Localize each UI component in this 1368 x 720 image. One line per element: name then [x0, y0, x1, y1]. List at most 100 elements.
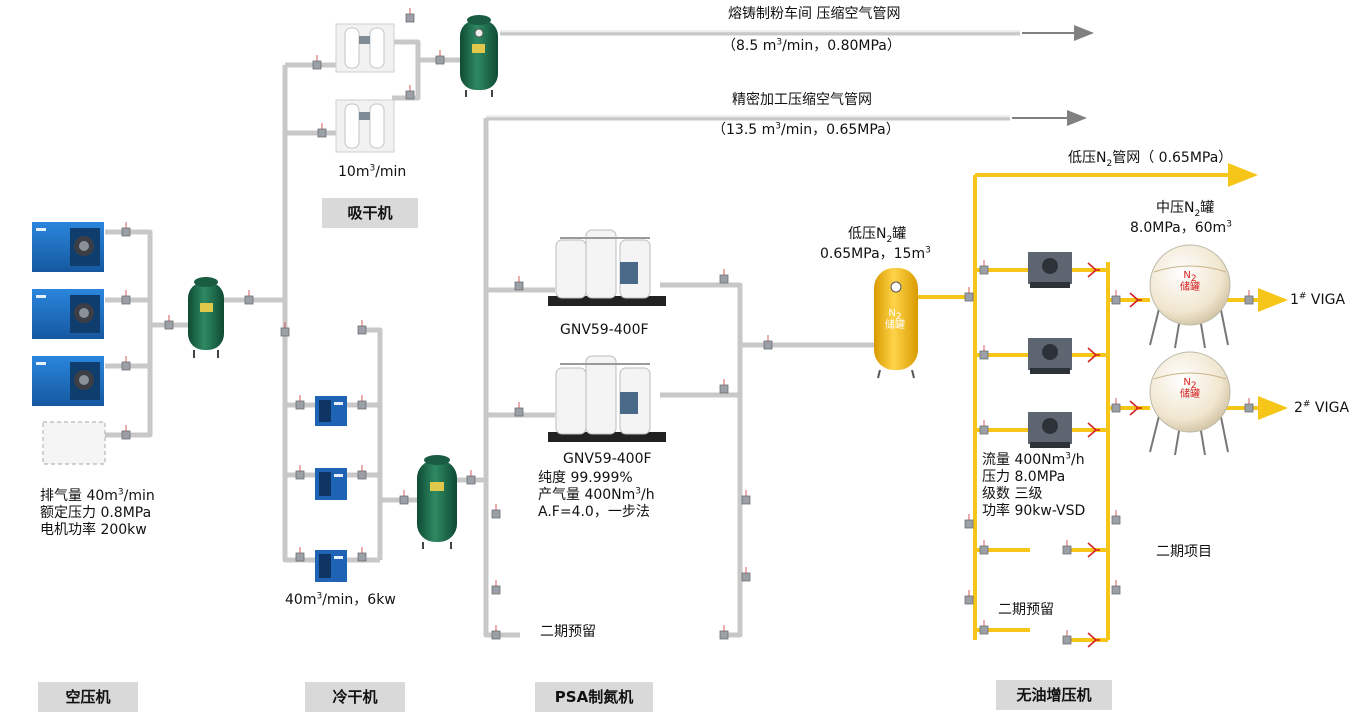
valve-icon: [244, 290, 254, 305]
valve-icon: [1111, 510, 1121, 525]
valve-icon: [964, 514, 974, 529]
valve-icon: [121, 290, 131, 305]
precision-line-spec: （13.5 m3/min，0.65MPa）: [712, 121, 900, 138]
valve-icon: [1111, 290, 1121, 305]
compressor-spec-line: 电机功率 200kw: [40, 522, 147, 538]
adsorption-dryer-spec-sup: 3: [369, 163, 376, 174]
refrigerated-dryer-icon: [315, 550, 347, 582]
lowpress-n2-line-label: 低压N2管网（ 0.65MPa）: [1068, 150, 1233, 169]
psa-generator-icon: [548, 229, 666, 306]
booster-spec-flow-post: /h: [1071, 452, 1085, 468]
booster-compressor-icon: [1028, 412, 1072, 448]
valve-icon: [357, 395, 367, 410]
psa-spec-purity: 纯度 99.999%: [538, 470, 633, 486]
psa-spec-output-sup: 3: [635, 486, 642, 497]
air-receiver-tank-3: [417, 455, 457, 549]
valve-icon: [405, 8, 415, 23]
check-valve-icon: [1129, 292, 1142, 308]
refrigerated-dryer-spec: 40m3/min，6kw: [285, 592, 396, 609]
lp-tank-spec-pre: 0.65MPa，15m: [820, 246, 926, 262]
mp-tank-spec: 8.0MPa，60m3: [1130, 220, 1232, 237]
viga-2-num: 2: [1294, 400, 1303, 416]
category-adsorption-dryer: 吸干机: [322, 198, 418, 228]
booster-spec-power: 功率 90kw-VSD: [982, 503, 1086, 519]
adsorption-dryer-icon: [335, 99, 395, 153]
precision-line-spec-pre: （13.5 m: [712, 122, 776, 138]
n2-pipes: [918, 173, 1260, 642]
air-pipe-highlight: [486, 30, 1020, 118]
mp-tank-title: 中压N2罐: [1156, 200, 1215, 219]
valve-icon: [466, 470, 476, 485]
air-compressor-icon: [32, 289, 104, 339]
booster-spec-stages: 级数 三级: [982, 486, 1043, 502]
valve-icon: [979, 620, 989, 635]
valve-icon: [405, 85, 415, 100]
valve-icon: [719, 625, 729, 640]
category-booster: 无油增压机: [996, 680, 1112, 710]
mp-tank-2-label-n: N: [1183, 377, 1191, 388]
air-compressors: [32, 222, 106, 465]
category-refrigerated-dryer: 冷干机: [305, 682, 405, 712]
adsorption-dryer-spec: 10m3/min: [338, 164, 406, 181]
refrigerated-dryer-spec-sup: 3: [316, 591, 323, 602]
valve-icon: [435, 50, 445, 65]
check-valve-icon: [1087, 632, 1100, 648]
compressor-specs: 排气量 40m3/min 额定压力 0.8MPa 电机功率 200kw: [40, 488, 155, 539]
valve-icon: [121, 425, 131, 440]
valve-icon: [491, 580, 501, 595]
valve-icon: [979, 540, 989, 555]
valve-icon: [357, 320, 367, 335]
valve-icon: [964, 287, 974, 302]
category-psa-generator: PSA制氮机: [535, 682, 653, 712]
valve-icon: [763, 335, 773, 350]
lp-n2-tank: [874, 268, 918, 379]
viga-2-sup: #: [1302, 399, 1311, 410]
valve-icon: [164, 315, 174, 330]
compressor-spec-line: 额定压力 0.8MPa: [40, 505, 152, 521]
check-valve-icon: [1087, 262, 1100, 278]
adsorption-dryer-spec-pre: 10m: [338, 164, 370, 180]
air-receiver-tank-1: [188, 277, 224, 358]
lp-tank-title: 低压N2罐: [848, 226, 907, 245]
lp-tank-spec: 0.65MPa，15m3: [820, 246, 931, 263]
valve-icon: [719, 269, 729, 284]
refrigerated-dryer-icon: [315, 468, 347, 500]
psa-spec-output-post: /h: [641, 487, 655, 503]
mp-tank-spec-pre: 8.0MPa，60m: [1130, 220, 1227, 236]
viga-1-num: 1: [1290, 292, 1299, 308]
valve-icon: [1062, 630, 1072, 645]
viga-2-label: 2# VIGA: [1294, 400, 1349, 417]
casting-line-spec-pre: （8.5 m: [722, 38, 777, 54]
valve-icon: [1244, 398, 1254, 413]
valve-icon: [979, 260, 989, 275]
valve-icon: [399, 490, 409, 505]
precision-line-spec-post: /min，0.65MPa）: [781, 122, 900, 138]
mp-n2-sphere-tank-1: [1149, 244, 1231, 349]
valve-icon: [295, 547, 305, 562]
valve-icon: [979, 345, 989, 360]
viga-1-sup: #: [1298, 291, 1307, 302]
precision-line-title: 精密加工压缩空气管网: [732, 92, 872, 108]
valve-icon: [514, 276, 524, 291]
mp-tank-1-label-n: N: [1183, 270, 1191, 281]
air-compressor-icon: [32, 356, 104, 406]
adsorption-dryer-icon: [335, 23, 395, 73]
viga-1-name: VIGA: [1306, 292, 1346, 308]
valve-icon: [491, 625, 501, 640]
booster-compressor-icon: [1028, 338, 1072, 374]
lp-tank-spec-sup: 3: [925, 245, 931, 256]
mp-tank-title-post: 罐: [1200, 200, 1215, 216]
mp-tank-1-label-store: 储罐: [1180, 282, 1200, 293]
booster-compressor-icon: [1028, 252, 1072, 288]
psa-generator-icon: [548, 355, 666, 442]
valve-icon: [121, 222, 131, 237]
lp-tank-title-pre: 低压N: [848, 226, 887, 242]
compressor-spec-0-sup: 3: [117, 487, 124, 498]
compressor-spec-0-post: /min: [123, 488, 155, 504]
valve-icon: [1244, 290, 1254, 305]
check-valves: [1087, 262, 1142, 648]
valve-icon: [295, 465, 305, 480]
